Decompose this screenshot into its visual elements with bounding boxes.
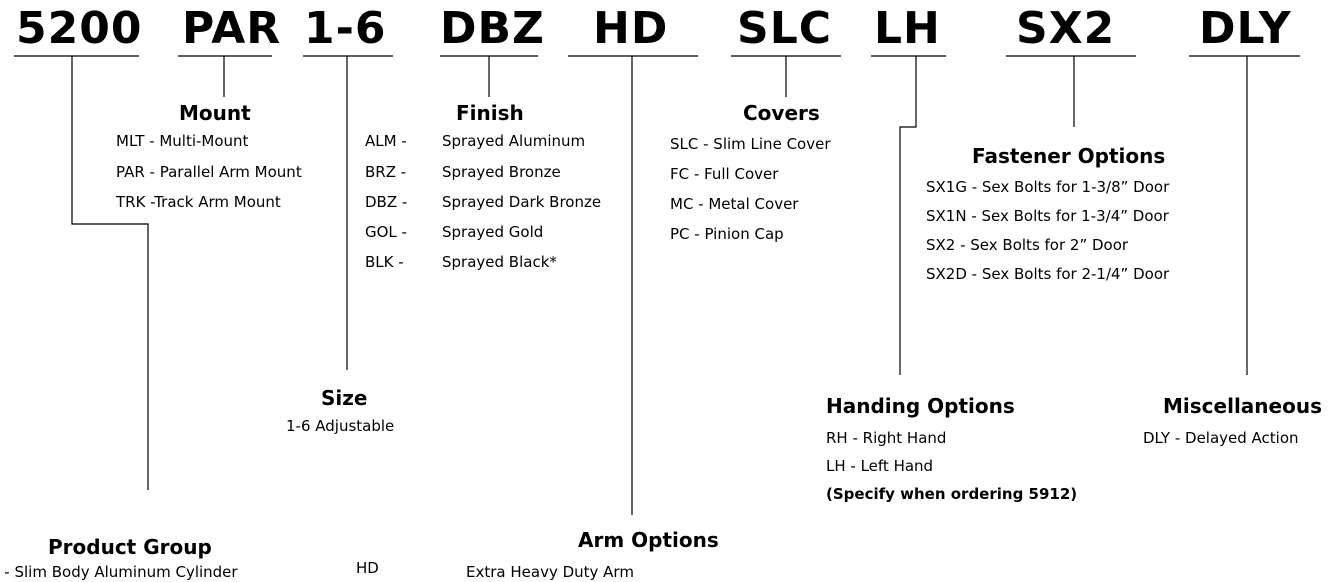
line-product-group (71, 56, 149, 490)
code-par: PAR (182, 3, 282, 54)
mount-title: Mount (179, 101, 251, 125)
size-item: 1-6 Adjustable (286, 417, 395, 435)
fastener-title: Fastener Options (972, 144, 1166, 168)
fastener-item: SX2D - Sex Bolts for 2-1/4” Door (926, 265, 1170, 283)
size-title: Size (321, 386, 368, 410)
finish-code: BRZ - (365, 163, 407, 181)
code-1-6: 1-6 (304, 3, 387, 54)
code-5200: 5200 (16, 3, 143, 54)
code-hd: HD (593, 3, 669, 54)
mount-item: MLT - Multi-Mount (116, 132, 249, 150)
finish-desc: Sprayed Bronze (442, 163, 561, 181)
code-sx2: SX2 (1016, 3, 1116, 54)
code-dly: DLY (1199, 3, 1292, 54)
fastener-item: SX2 - Sex Bolts for 2” Door (926, 236, 1129, 254)
arm-code: HD (356, 559, 379, 577)
arm-title: Arm Options (578, 528, 719, 552)
covers-title: Covers (743, 101, 820, 125)
code-lh: LH (874, 3, 941, 54)
arm-item: Extra Heavy Duty Arm (466, 563, 634, 581)
covers-item: SLC - Slim Line Cover (670, 135, 831, 153)
finish-desc: Sprayed Gold (442, 223, 544, 241)
covers-item: PC - Pinion Cap (670, 225, 784, 243)
misc-title: Miscellaneous (1163, 394, 1322, 418)
handing-item: RH - Right Hand (826, 429, 947, 447)
handing-item: LH - Left Hand (826, 457, 934, 475)
finish-desc: Sprayed Aluminum (442, 132, 586, 150)
finish-desc: Sprayed Dark Bronze (442, 193, 602, 211)
covers-item: FC - Full Cover (670, 165, 779, 183)
covers-item: MC - Metal Cover (670, 195, 799, 213)
product-group-title: Product Group (48, 535, 212, 559)
code-dbz: DBZ (440, 3, 545, 54)
code-slc: SLC (737, 3, 833, 54)
finish-title: Finish (456, 101, 524, 125)
handing-title: Handing Options (826, 394, 1015, 418)
finish-code: GOL - (365, 223, 407, 241)
line-handing (899, 56, 917, 375)
finish-code: BLK - (365, 253, 404, 271)
finish-code: ALM - (365, 132, 407, 150)
finish-desc: Sprayed Black* (442, 253, 557, 271)
finish-code: DBZ - (365, 193, 408, 211)
connector-lines (14, 55, 1300, 515)
handing-note: (Specify when ordering 5912) (826, 485, 1078, 503)
fastener-item: SX1G - Sex Bolts for 1-3/8” Door (926, 178, 1170, 196)
fastener-item: SX1N - Sex Bolts for 1-3/4” Door (926, 207, 1169, 225)
mount-item: TRK -Track Arm Mount (116, 193, 281, 211)
mount-item: PAR - Parallel Arm Mount (116, 163, 302, 181)
misc-item: DLY - Delayed Action (1143, 429, 1299, 447)
product-group-item: 0 - Slim Body Aluminum Cylinder (0, 563, 238, 581)
